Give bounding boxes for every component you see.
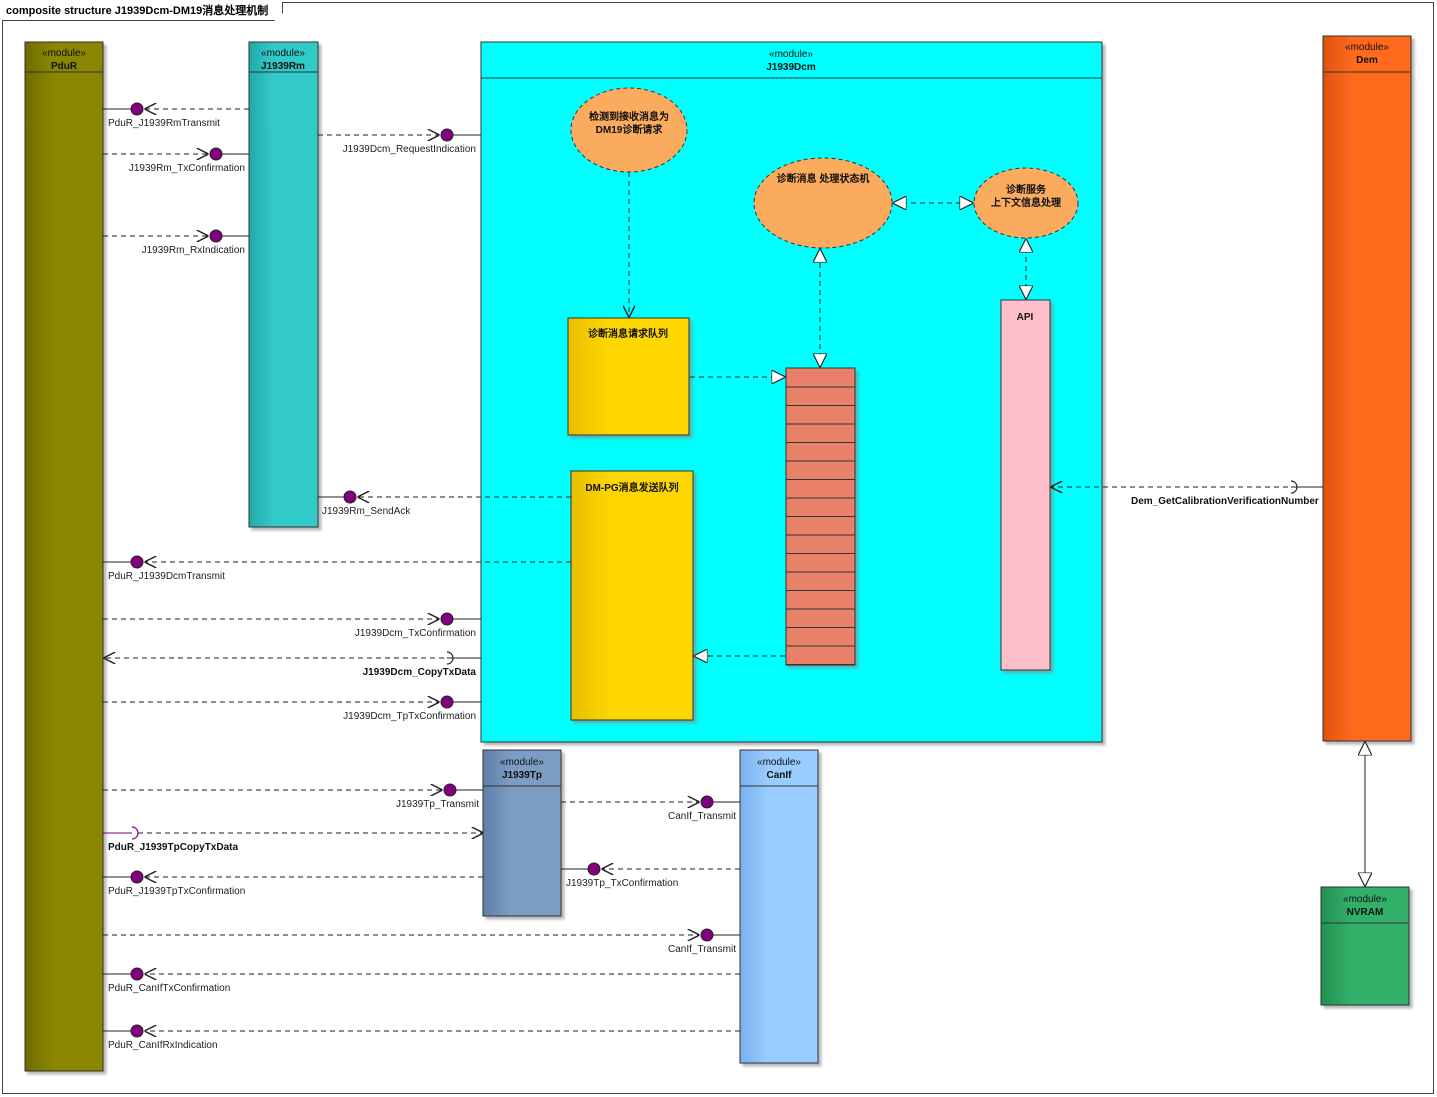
conn-j1939dcm-copytxdata[interactable] (104, 651, 481, 665)
j1939tp-stereotype: «module» (500, 757, 544, 768)
module-pdur[interactable]: «module» PduR (24, 41, 104, 1072)
part-detect-ellipse[interactable]: 检测到接收消息为 DM19诊断请求 (570, 87, 688, 173)
service-line1: 诊断服务 (1006, 183, 1047, 196)
conn-pdur-j1939rm-transmit[interactable] (103, 102, 249, 116)
state-machine-label: 诊断消息 处理状态机 (777, 172, 870, 185)
label-j1939tp-txconfirmation: J1939Tp_TxConfirmation (566, 878, 678, 889)
conn-j1939rm-rxindication[interactable] (103, 229, 249, 243)
module-j1939rm[interactable]: «module» J1939Rm (248, 41, 319, 528)
conn-pdur-caniftxconfirmation[interactable] (103, 967, 740, 981)
port-ball-icon (443, 783, 457, 797)
port-ball-icon (440, 128, 454, 142)
api-label: API (1017, 312, 1034, 323)
conn-canif-transmit-1[interactable] (561, 795, 740, 809)
diagram-title: composite structure J1939Dcm-DM19消息处理机制 (2, 2, 283, 21)
part-state-stack[interactable] (785, 367, 856, 666)
port-ball-icon (587, 862, 601, 876)
conn-j1939dcm-requestindication[interactable] (318, 128, 481, 142)
port-ball-icon (209, 229, 223, 243)
port-ball-icon (700, 928, 714, 942)
j1939rm-name: J1939Rm (261, 61, 305, 72)
j1939dcm-name: J1939Dcm (766, 62, 816, 73)
label-j1939dcm-copytxdata: J1939Dcm_CopyTxData (363, 667, 477, 678)
conn-j1939dcm-tptxconfirmation[interactable] (103, 695, 481, 709)
dem-name: Dem (1356, 55, 1378, 66)
label-j1939tp-transmit: J1939Tp_Transmit (396, 799, 479, 810)
label-pdur-j1939tptxconfirmation: PduR_J1939TpTxConfirmation (108, 886, 245, 897)
pdur-name: PduR (51, 61, 78, 72)
label-pdur-canifrxindication: PduR_CanIfRxIndication (108, 1040, 218, 1051)
part-state-machine-ellipse[interactable]: 诊断消息 处理状态机 (753, 157, 893, 249)
request-queue-label: 诊断消息请求队列 (588, 327, 668, 340)
conn-j1939rm-txconfirmation[interactable] (103, 147, 249, 161)
label-pdur-j1939rm-transmit: PduR_J1939RmTransmit (108, 118, 220, 129)
j1939tp-name: J1939Tp (502, 770, 542, 781)
detect-line2: DM19诊断请求 (596, 123, 664, 136)
label-canif-transmit-1: CanIf_Transmit (668, 811, 736, 822)
label-pdur-caniftxconfirmation: PduR_CanIfTxConfirmation (108, 983, 230, 994)
module-j1939tp[interactable]: «module» J1939Tp (482, 749, 562, 917)
conn-pdur-canifrxindication[interactable] (103, 1024, 740, 1038)
j1939rm-stereotype: «module» (261, 48, 305, 59)
port-ball-icon (209, 147, 223, 161)
conn-pdur-j1939tptxconfirmation[interactable] (103, 870, 483, 884)
module-dem[interactable]: «module» Dem (1322, 35, 1412, 742)
port-ball-icon (130, 555, 144, 569)
conn-pdur-j1939tpcopytxdata[interactable] (103, 826, 483, 840)
port-ball-icon (343, 490, 357, 504)
label-pdur-j1939tpcopytxdata: PduR_J1939TpCopyTxData (108, 842, 238, 853)
port-ball-icon (440, 695, 454, 709)
part-service-ellipse[interactable]: 诊断服务 上下文信息处理 (973, 167, 1079, 239)
label-j1939rm-sendack: J1939Rm_SendAck (322, 506, 411, 517)
port-ball-icon (130, 1024, 144, 1038)
conn-j1939dcm-txconfirmation[interactable] (103, 612, 481, 626)
label-canif-transmit-2: CanIf_Transmit (668, 944, 736, 955)
module-canif[interactable]: «module» CanIf (739, 749, 819, 1064)
conn-dem-getcalibration[interactable] (1051, 480, 1323, 494)
port-ball-icon (130, 102, 144, 116)
dmpg-queue-label: DM-PG消息发送队列 (585, 481, 678, 494)
part-dmpg-queue[interactable]: DM-PG消息发送队列 (570, 470, 694, 721)
canif-stereotype: «module» (757, 757, 801, 768)
nvram-stereotype: «module» (1343, 894, 1387, 905)
module-nvram[interactable]: «module» NVRAM (1320, 886, 1410, 1006)
pdur-stereotype: «module» (42, 48, 86, 59)
detect-line1: 检测到接收消息为 (589, 110, 669, 123)
service-line2: 上下文信息处理 (991, 196, 1061, 209)
label-j1939dcm-requestindication: J1939Dcm_RequestIndication (343, 144, 476, 155)
port-ball-icon (700, 795, 714, 809)
conn-j1939tp-transmit[interactable] (103, 783, 483, 797)
part-api[interactable]: API (1000, 299, 1051, 671)
dem-stereotype: «module» (1345, 42, 1389, 53)
canif-name: CanIf (767, 770, 793, 781)
label-j1939rm-rxindication: J1939Rm_RxIndication (142, 245, 245, 256)
part-request-queue[interactable]: 诊断消息请求队列 (567, 317, 690, 436)
label-j1939dcm-txconfirmation: J1939Dcm_TxConfirmation (355, 628, 476, 639)
port-ball-icon (130, 967, 144, 981)
conn-canif-transmit-2[interactable] (103, 928, 740, 942)
port-ball-icon (440, 612, 454, 626)
conn-j1939tp-txconfirmation[interactable] (561, 862, 740, 876)
conn-pdur-j1939dcmtransmit[interactable] (103, 555, 571, 569)
port-socket-icon (131, 826, 139, 840)
j1939dcm-stereotype: «module» (769, 49, 813, 60)
port-ball-icon (130, 870, 144, 884)
nvram-name: NVRAM (1347, 907, 1384, 918)
conn-j1939rm-sendack[interactable] (318, 490, 571, 504)
label-j1939dcm-tptxconfirmation: J1939Dcm_TpTxConfirmation (343, 711, 476, 722)
label-dem-getcalibration: Dem_GetCalibrationVerificationNumber (1131, 496, 1319, 507)
label-pdur-j1939dcmtransmit: PduR_J1939DcmTransmit (108, 571, 225, 582)
label-j1939rm-txconfirmation: J1939Rm_TxConfirmation (129, 163, 245, 174)
